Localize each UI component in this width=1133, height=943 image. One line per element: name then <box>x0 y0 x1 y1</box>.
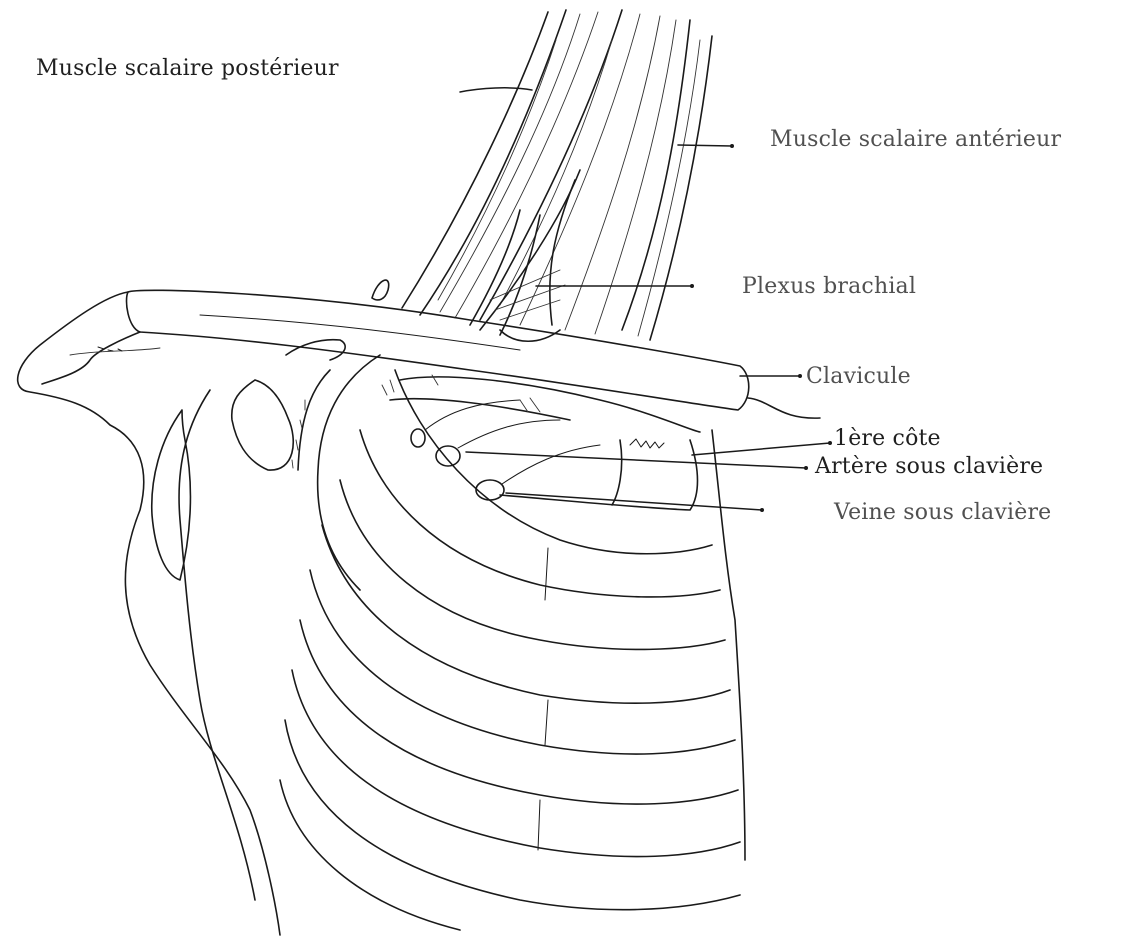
clavicle-drawing <box>127 280 821 418</box>
scapula-drawing <box>18 292 346 935</box>
scalene-muscles <box>402 10 712 340</box>
label-clavicle: Clavicule <box>806 366 911 388</box>
label-posterior-scalene: Muscle scalaire postérieur <box>36 58 339 80</box>
first-rib-vessels-drawing <box>382 375 700 510</box>
rib-cage-drawing <box>280 355 745 930</box>
label-brachial-plexus: Plexus brachial <box>742 276 916 298</box>
label-subclavian-artery: Artère sous clavière <box>815 456 1043 478</box>
label-anterior-scalene: Muscle scalaire antérieur <box>770 129 1061 151</box>
label-subclavian-vein: Veine sous clavière <box>834 502 1051 524</box>
label-first-rib: 1ère côte <box>834 428 941 450</box>
